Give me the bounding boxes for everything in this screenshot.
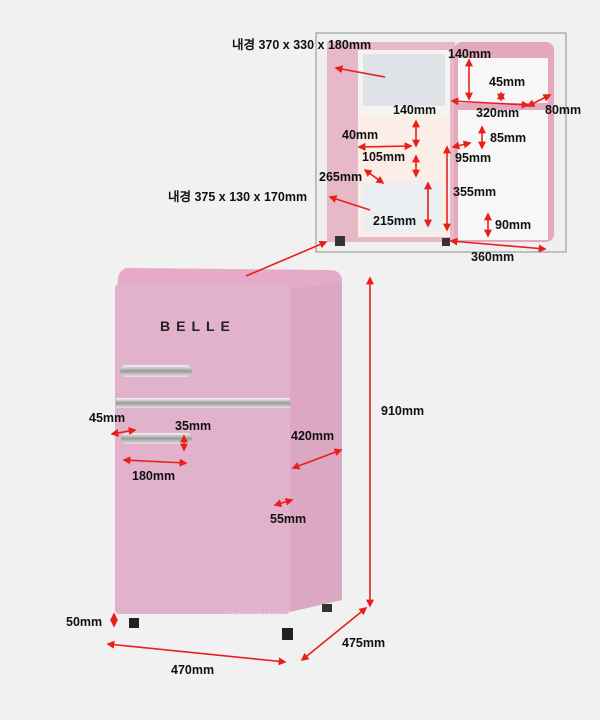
dim-label: 40mm (342, 128, 379, 142)
dim-label: 140mm (448, 47, 492, 61)
signature-text: Color in the home (230, 612, 285, 619)
width-label: 470mm (171, 663, 215, 677)
depth-label: 475mm (342, 636, 386, 650)
dim-label: 215mm (373, 214, 417, 228)
dim-label: 355mm (453, 185, 497, 199)
dim-label: 140mm (393, 103, 437, 117)
handle-offset-label: 45mm (89, 411, 126, 425)
dim-label: 45mm (489, 75, 526, 89)
dim-label: 80mm (545, 103, 582, 117)
dim-label: 95mm (455, 151, 492, 165)
handle-height-label: 35mm (175, 419, 212, 433)
handle-width-label: 180mm (132, 469, 176, 483)
height-label: 910mm (381, 404, 425, 418)
fridge-interior-label: 내경 375 x 130 x 170mm (168, 190, 308, 204)
brand-logo: BELLE (160, 318, 236, 334)
callout-arrows (245, 65, 386, 277)
dim-label: 265mm (319, 170, 363, 184)
dim-label: 90mm (495, 218, 532, 232)
dim-label: 85mm (490, 131, 527, 145)
dimension-arrows (106, 58, 552, 666)
dim-label: 320mm (476, 106, 520, 120)
freezer-interior-label: 내경 370 x 330 x 180mm (232, 38, 372, 52)
side-gap-label: 55mm (270, 512, 307, 526)
leg-height-label: 50mm (66, 615, 103, 629)
door-depth-label: 420mm (291, 429, 335, 443)
dim-label: 360mm (471, 250, 515, 264)
refrigerator (115, 268, 343, 640)
dim-label: 105mm (362, 150, 406, 164)
